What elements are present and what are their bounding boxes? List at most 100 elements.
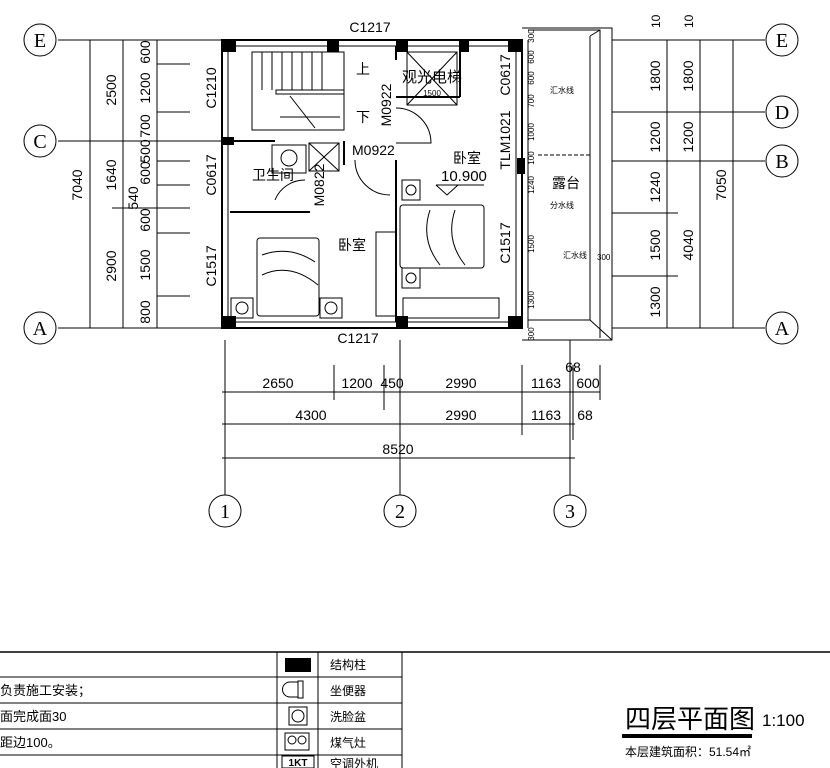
axis-grid: E C A E D B A 1 2 3	[23, 23, 799, 528]
shower-icon	[308, 142, 340, 172]
dim-text: 700	[137, 114, 153, 138]
axis-bubble-1: 1	[208, 494, 242, 528]
ac-unit-icon: 1KT	[281, 755, 315, 768]
elevator-shaft: 观光电梯 1500	[402, 51, 462, 106]
bottom-dimensions: 2650 1200 450 2990 1163 600 68 4300 2990…	[222, 359, 601, 459]
dim-text: 600	[137, 161, 153, 185]
axis-label: E	[34, 30, 46, 52]
axis-label: B	[775, 151, 788, 173]
dim-text: 68	[577, 407, 593, 423]
note-text: 距边100。	[0, 735, 61, 750]
door-label: M0822	[311, 163, 327, 206]
legend-label: 煤气灶	[330, 735, 366, 750]
dim-text: 1300	[647, 286, 663, 317]
staircase	[251, 51, 345, 131]
window-label: C0617	[497, 54, 513, 95]
window-label: C0617	[203, 154, 219, 195]
stairs-up-label: 上	[356, 61, 370, 77]
washbasin-icon	[288, 706, 308, 726]
washbasin-icon	[271, 144, 307, 174]
dim-text: 1500	[137, 249, 153, 280]
legend-label: 结构柱	[330, 657, 366, 672]
dim-text: 1000	[527, 123, 536, 141]
axis-label: A	[33, 318, 48, 340]
dim-text: 4300	[295, 407, 326, 423]
dim-text: 2900	[103, 250, 119, 281]
dim-text: 68	[565, 359, 581, 375]
elevation-marker: 10.900	[435, 168, 487, 196]
axis-bubble-c-left: C	[23, 124, 57, 158]
dim-text: 2650	[262, 375, 293, 391]
wardrobe-icon	[402, 297, 500, 319]
dim-text: 1163	[531, 375, 561, 391]
dim-text: 1640	[103, 159, 119, 190]
balcony-dims: 300 600 600 700 1000 100 1240 1500 1300 …	[527, 29, 611, 341]
dim-text: 1800	[680, 60, 696, 91]
elevator-dim: 1500	[423, 89, 441, 98]
dim-text: 300	[527, 29, 536, 43]
title-block: 四层平面图 1:100 本层建筑面积：51.54㎡	[622, 704, 805, 759]
elevator-label: 观光电梯	[402, 69, 462, 86]
floor-area-text: 本层建筑面积：51.54㎡	[625, 744, 751, 759]
dim-text: 7040	[69, 169, 85, 200]
dim-text: 600	[137, 40, 153, 64]
drawing-title: 四层平面图	[625, 704, 755, 734]
note-text: 负责施工安装；	[0, 683, 91, 699]
dim-text: 600	[527, 71, 536, 85]
right-dimensions: 10 1800 1200 1240 1500 1300 10 1800 1200…	[612, 14, 734, 328]
dim-text: 100	[527, 151, 536, 165]
dim-text: 450	[380, 375, 404, 391]
dim-text: 1200	[647, 121, 663, 152]
door-label: M0922	[352, 142, 395, 158]
bed-icon	[256, 237, 320, 317]
axis-bubble-a-right: A	[765, 311, 799, 345]
dim-text: 1240	[527, 176, 536, 194]
dim-text: 1200	[341, 375, 372, 391]
left-dimensions: 7040 2500 1640 540 2900 600 1200 700 500…	[69, 40, 190, 328]
door-label: M0922	[378, 83, 394, 126]
dim-text: 700	[527, 94, 536, 108]
dim-text: 10	[649, 14, 663, 28]
dim-text: 1300	[527, 291, 536, 309]
stairs-down-label: 下	[356, 109, 370, 125]
axis-label: 2	[395, 501, 405, 523]
dim-text: 1500	[647, 229, 663, 260]
drawing-scale: 1:100	[762, 711, 805, 730]
dim-text: 2990	[445, 407, 476, 423]
dim-text: 1240	[647, 171, 663, 202]
window-label: C1217	[349, 19, 390, 35]
window-label: C1210	[203, 67, 219, 108]
axis-label: A	[775, 318, 790, 340]
dim-text: 600	[137, 208, 153, 232]
window-label: TLM1021	[497, 110, 513, 169]
balcony	[522, 27, 613, 341]
legend-table: 负责施工安装； 面完成面30 距边100。 1KT 结构柱 坐便器 洗脸盆 煤气…	[0, 651, 830, 768]
room-label-bedroom: 卧室	[453, 150, 481, 166]
dim-text: 800	[137, 300, 153, 324]
legend-label: 洗脸盆	[330, 710, 366, 724]
dim-text: 500	[137, 139, 153, 163]
column-icon	[285, 658, 311, 672]
dim-text: 1200	[137, 72, 153, 103]
drain-line-label: 汇水线	[550, 85, 574, 95]
dim-text: 540	[125, 186, 141, 210]
axis-label: D	[775, 102, 789, 124]
dim-text: 1200	[680, 121, 696, 152]
divide-line-label: 分水线	[550, 200, 574, 210]
nightstand-icons	[230, 179, 421, 319]
dim-text: 10	[682, 14, 696, 28]
dim-text: 8520	[382, 441, 413, 457]
plan-walls: 上 下 观光电梯 1500 C1217 C1217 C1210 C0617 C1…	[203, 19, 613, 346]
legend-label: 空调外机	[330, 757, 378, 768]
dim-text: 1500	[527, 235, 536, 253]
gas-stove-icon	[284, 732, 310, 751]
dim-text: 2990	[445, 375, 476, 391]
room-label-bathroom: 卫生间	[252, 167, 294, 183]
elevation-value: 10.900	[441, 168, 487, 185]
structural-columns	[222, 40, 525, 328]
axis-bubble-b-right: B	[765, 144, 799, 178]
wardrobe-icon	[375, 231, 397, 317]
window-label: C1517	[203, 245, 219, 286]
axis-bubble-d-right: D	[765, 95, 799, 129]
